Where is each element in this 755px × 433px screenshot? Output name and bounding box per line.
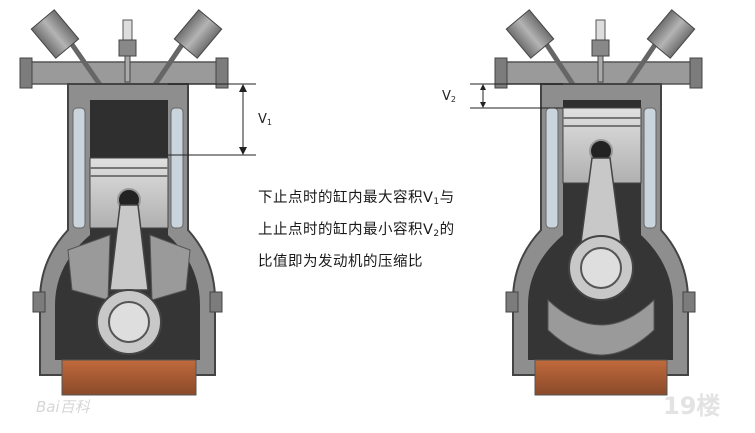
- oil-sump-right: [534, 359, 668, 396]
- oil-sump-left: [61, 359, 197, 396]
- counterweight-right: [547, 298, 655, 356]
- water-jacket-left-b: [170, 107, 184, 229]
- caption-line-3: 比值即为发动机的压缩比: [258, 254, 423, 270]
- caption-line-2: 上止点时的缸内最小容积V2的: [258, 222, 455, 239]
- water-jacket-right-a: [545, 107, 559, 229]
- spark-plug-left: [118, 19, 137, 83]
- crank-journal-left: [108, 301, 150, 343]
- head-bolt-left: [19, 57, 33, 89]
- v1-dimension: [168, 83, 256, 156]
- engine-bdc: [19, 9, 256, 396]
- head-bolt-right: [215, 57, 229, 89]
- intake-valve-right: [505, 9, 581, 94]
- water-jacket-right-b: [643, 107, 657, 229]
- combustion-chamber-right: [563, 100, 641, 110]
- crank-journal-right: [580, 247, 622, 289]
- exhaust-valve-right: [620, 9, 696, 94]
- water-jacket-left-a: [72, 107, 86, 229]
- v2-dimension: [470, 83, 563, 109]
- v2-label: V2: [442, 89, 456, 104]
- engine-tdc: [470, 9, 703, 396]
- combustion-chamber-left: [90, 100, 168, 160]
- v1-label: V1: [258, 112, 272, 127]
- watermark-baike: Bai百科: [36, 398, 90, 416]
- watermark-19lou: 19楼: [663, 392, 721, 420]
- spark-plug-right: [591, 19, 610, 83]
- cylinder-head-left: [24, 61, 224, 85]
- caption-line-1: 下止点时的缸内最大容积V1与: [258, 190, 455, 207]
- connecting-rod-left: [109, 204, 149, 291]
